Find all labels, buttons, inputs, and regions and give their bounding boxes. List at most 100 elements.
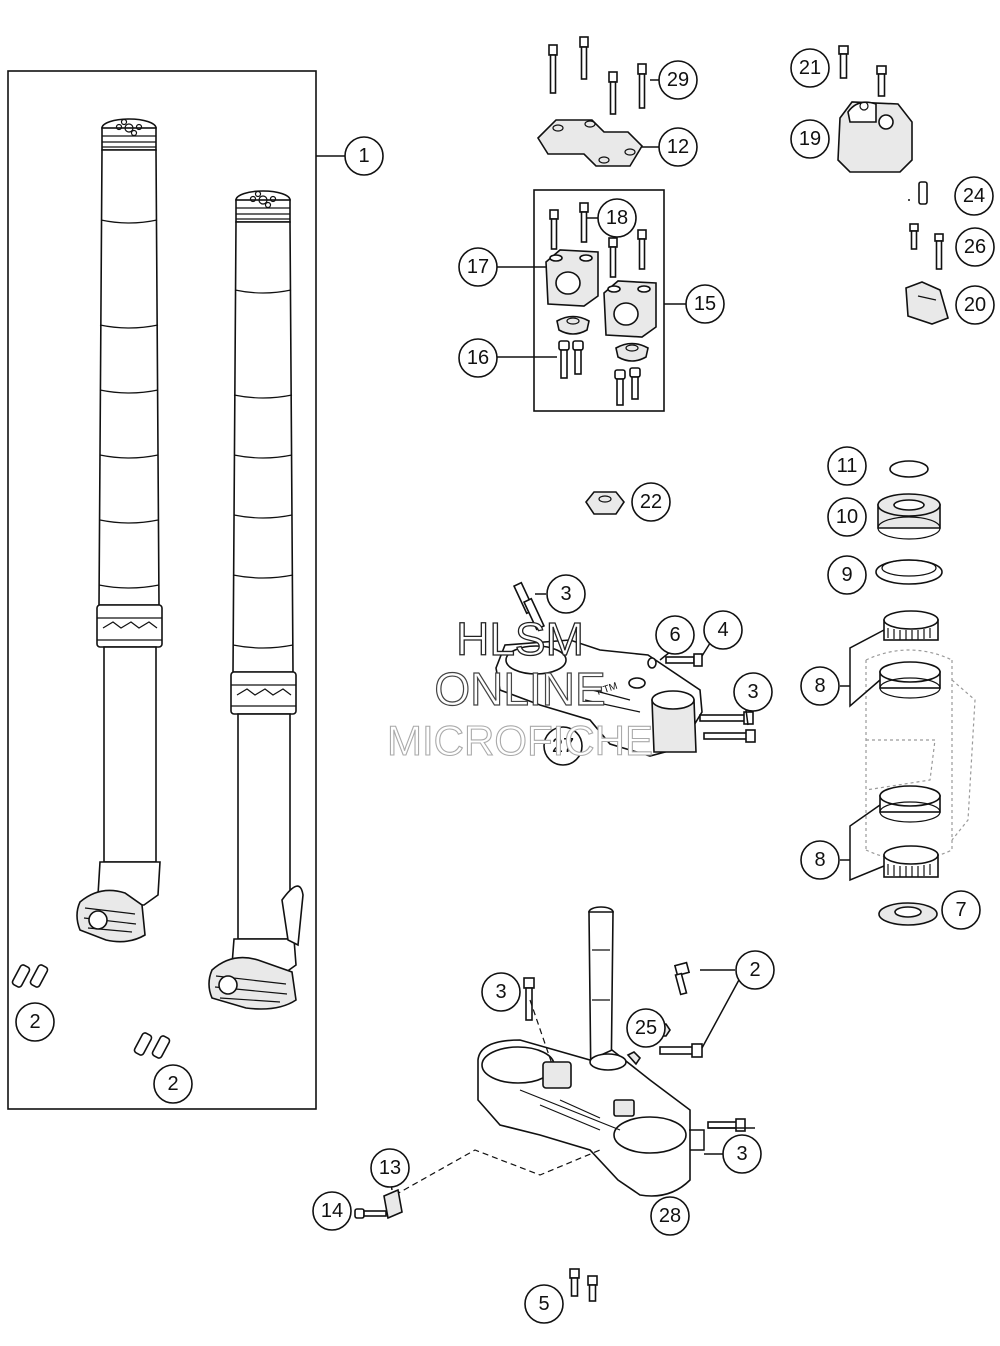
map-switch xyxy=(837,101,913,173)
callout-label: 24 xyxy=(963,185,985,207)
callout-14: 14 xyxy=(312,1191,352,1231)
watermark: HLSM ONLINE MICROFICHE xyxy=(386,612,653,764)
callout-label: 16 xyxy=(467,347,489,369)
callout-9: 9 xyxy=(827,555,867,595)
callout-17: 17 xyxy=(458,247,498,287)
callout-label: 19 xyxy=(799,128,821,150)
callout-3: 3 xyxy=(546,574,586,614)
upper-clamp-side-bolts xyxy=(665,653,756,743)
callout-label: 12 xyxy=(667,136,689,158)
callout-5: 5 xyxy=(524,1284,564,1324)
callout-label: 15 xyxy=(694,293,716,315)
callout-label: 10 xyxy=(836,506,858,528)
callout-label: 3 xyxy=(736,1143,747,1165)
steering-head-outline xyxy=(865,649,976,861)
clamp-screws-upper xyxy=(549,202,647,278)
callout-3: 3 xyxy=(481,972,521,1012)
callout-label: 27 xyxy=(552,735,574,757)
callout-8: 8 xyxy=(800,666,840,706)
callout-22: 22 xyxy=(631,482,671,522)
callout-label: 29 xyxy=(667,69,689,91)
callout-15: 15 xyxy=(685,284,725,324)
callout-10: 10 xyxy=(827,497,867,537)
callout-4: 4 xyxy=(703,610,743,650)
callout-label: 25 xyxy=(635,1017,657,1039)
callout-label: 6 xyxy=(669,624,680,646)
callout-label: 3 xyxy=(560,583,571,605)
callout-label: 7 xyxy=(955,899,966,921)
handlebar-clamp-upper xyxy=(545,249,657,338)
lower-bearing-race xyxy=(879,785,941,823)
callout-1: 1 xyxy=(344,136,384,176)
callout-3: 3 xyxy=(733,672,773,712)
callout-label: 26 xyxy=(964,236,986,258)
callout-2: 2 xyxy=(15,1002,55,1042)
callout-label: 2 xyxy=(29,1011,40,1033)
upper-triple-clamp: KTM xyxy=(495,639,703,757)
stem-nut xyxy=(585,491,625,515)
callout-11: 11 xyxy=(827,446,867,486)
axle-clamp-screws-left xyxy=(11,964,49,988)
right-fork-leg xyxy=(208,190,304,1010)
callout-8: 8 xyxy=(800,840,840,880)
switch-small-parts xyxy=(905,181,949,325)
callout-label: 22 xyxy=(640,491,662,513)
callout-label: 5 xyxy=(538,1293,549,1315)
callout-label: 8 xyxy=(814,849,825,871)
callout-label: 8 xyxy=(814,675,825,697)
left-fork-leg xyxy=(76,118,163,943)
dust-seal xyxy=(877,493,941,540)
lower-seal-ring xyxy=(878,902,938,926)
callout-label: 13 xyxy=(379,1157,401,1179)
lower-bearing xyxy=(883,845,939,878)
callout-18: 18 xyxy=(597,198,637,238)
callout-21: 21 xyxy=(790,48,830,88)
callout-29: 29 xyxy=(658,60,698,100)
callout-2: 2 xyxy=(153,1064,193,1104)
callout-27: 27 xyxy=(543,726,583,766)
callout-2: 2 xyxy=(735,950,775,990)
callout-6: 6 xyxy=(655,615,695,655)
callout-label: 17 xyxy=(467,256,489,278)
axle-clamp-screws-right xyxy=(133,1032,171,1059)
callout-label: 20 xyxy=(964,294,986,316)
callout-16: 16 xyxy=(458,338,498,378)
fork-assembly-frame xyxy=(7,70,317,1110)
callout-26: 26 xyxy=(955,227,995,267)
callout-13: 13 xyxy=(370,1148,410,1188)
callout-label: 14 xyxy=(321,1200,343,1222)
upper-bearing-race xyxy=(879,661,941,699)
upper-bearing xyxy=(883,610,939,641)
cable-holder-screw xyxy=(354,1208,387,1219)
o-ring xyxy=(889,460,929,478)
callout-19: 19 xyxy=(790,119,830,159)
callout-label: 18 xyxy=(606,207,628,229)
callout-24: 24 xyxy=(954,176,994,216)
clamp-bushings xyxy=(556,315,649,362)
callout-label: 2 xyxy=(167,1073,178,1095)
callout-25: 25 xyxy=(626,1008,666,1048)
seal-ring xyxy=(875,559,943,585)
callout-28: 28 xyxy=(650,1196,690,1236)
callout-20: 20 xyxy=(955,285,995,325)
callout-label: 3 xyxy=(747,681,758,703)
clamp-screws-lower xyxy=(558,340,641,406)
watermark-line3: MICROFICHE xyxy=(387,717,653,764)
washer-6 xyxy=(647,657,657,669)
callout-label: 2 xyxy=(749,959,760,981)
callout-label: 3 xyxy=(495,981,506,1003)
map-switch-screws xyxy=(838,45,887,97)
callout-label: 4 xyxy=(717,619,728,641)
callout-label: 28 xyxy=(659,1205,681,1227)
callout-label: 1 xyxy=(358,145,369,167)
stem-bottom-screws xyxy=(569,1268,598,1302)
handlebar-clamp-bolts xyxy=(548,36,647,115)
lower-triple-clamp xyxy=(477,1039,691,1197)
callout-7: 7 xyxy=(941,890,981,930)
handlebar-clamp-kit-frame xyxy=(533,189,665,412)
callout-label: 21 xyxy=(799,57,821,79)
callout-label: 11 xyxy=(837,455,858,477)
handlebar-clamp-plate xyxy=(536,119,644,167)
upper-clamp-bolts-top xyxy=(512,581,546,631)
